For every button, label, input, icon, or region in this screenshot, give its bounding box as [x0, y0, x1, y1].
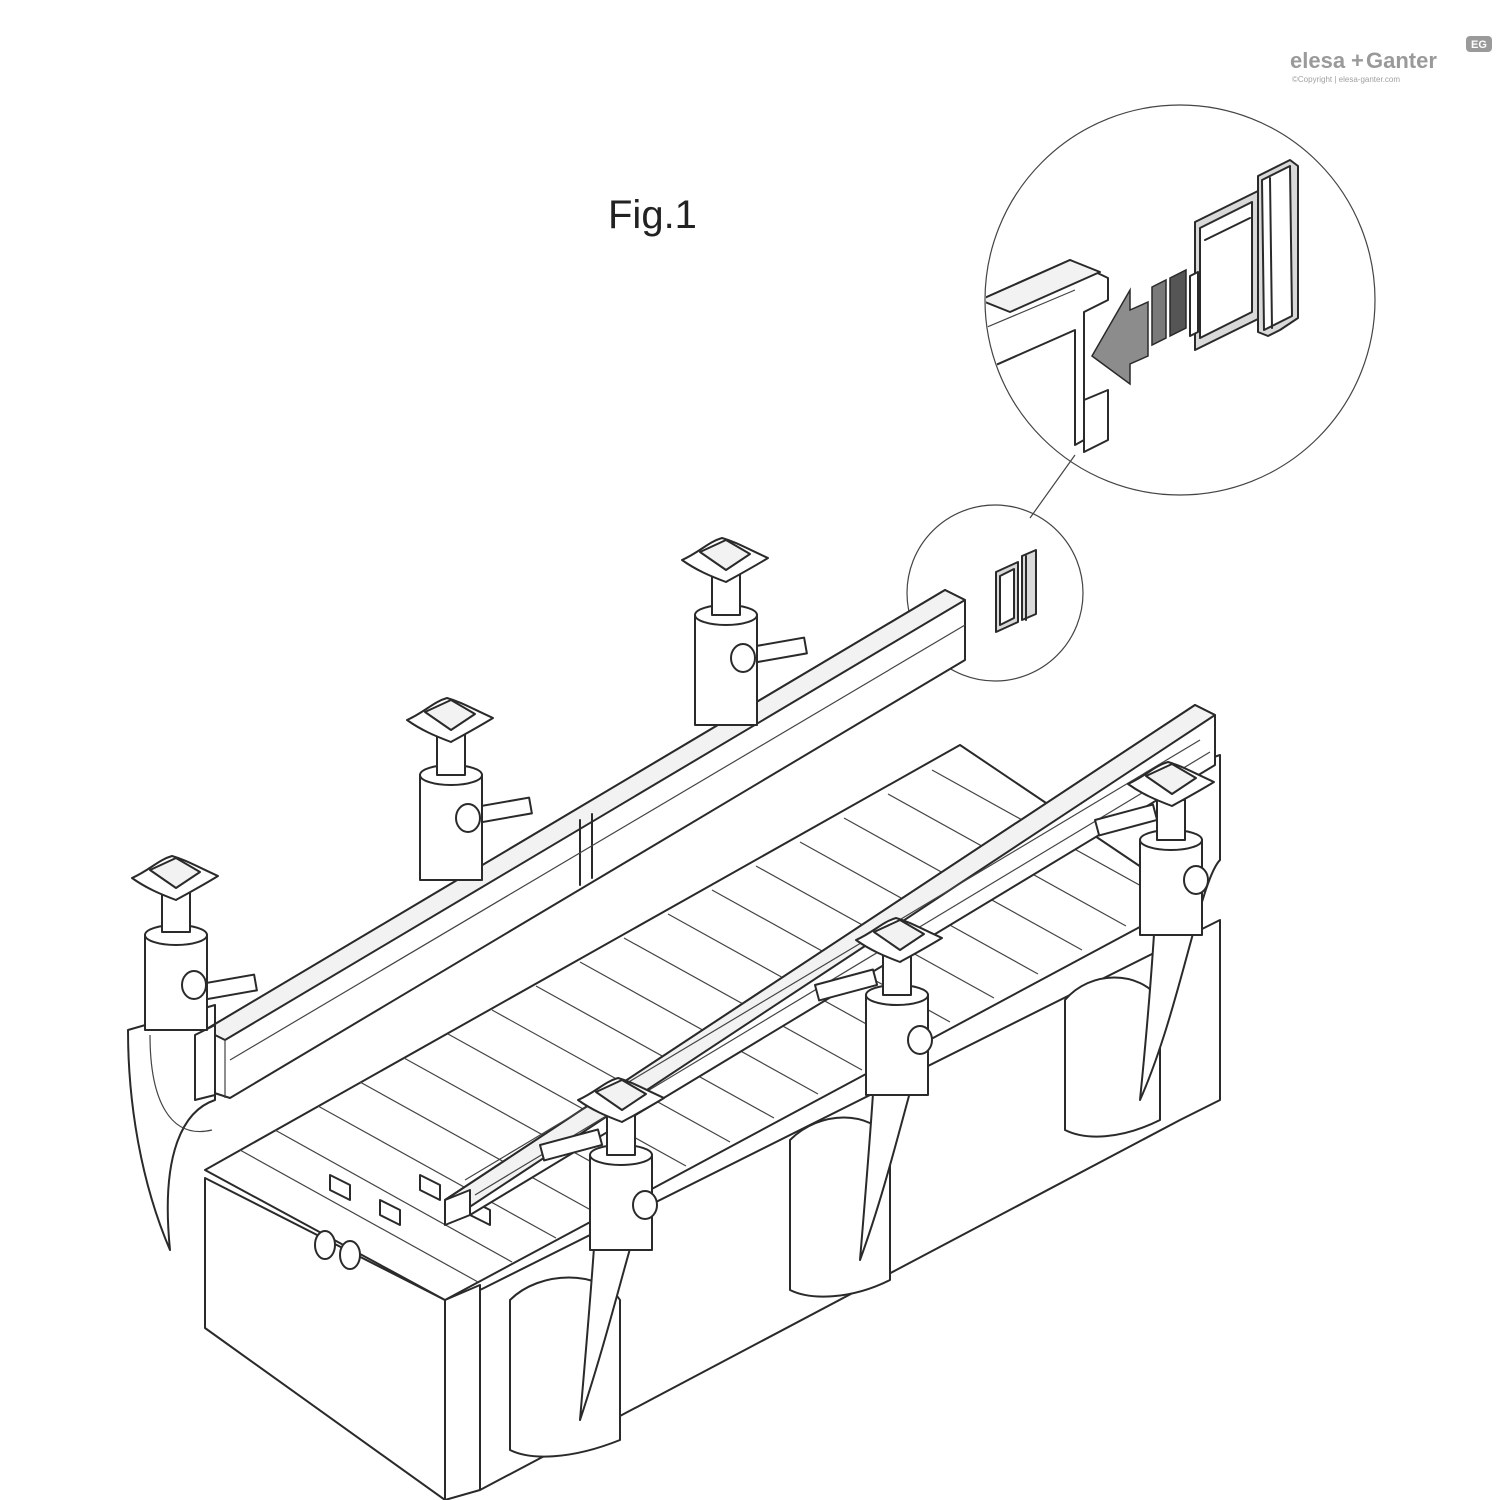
ce-mark-text: EG — [1471, 39, 1487, 51]
brand-logo: elesa + Ganter ©Copyright | elesa-ganter… — [1290, 36, 1492, 84]
brand-copyright: ©Copyright | elesa-ganter.com — [1292, 75, 1400, 84]
clamp-post-6 — [1127, 761, 1215, 936]
side-frame-left — [127, 1004, 216, 1251]
star-knob-icon — [577, 1077, 665, 1123]
conveyor-assembly — [127, 537, 1221, 1500]
star-knob-icon — [131, 855, 219, 901]
brand-plus: + — [1351, 48, 1364, 73]
star-knob-icon — [406, 697, 494, 743]
ce-mark-icon: EG — [1466, 36, 1492, 52]
clamp-post-3 — [681, 537, 769, 726]
star-knob-icon — [855, 917, 943, 963]
guide-rail-rear — [194, 589, 966, 1101]
end-cap-small-icon — [995, 549, 1037, 633]
end-cap-large-icon — [1189, 159, 1299, 351]
magnified-callout — [984, 104, 1376, 496]
star-knob-icon — [1127, 761, 1215, 807]
clamp-post-2 — [406, 697, 494, 881]
figure-label: Fig.1 — [608, 193, 697, 237]
clamp-post-1 — [131, 855, 219, 1031]
base-panel — [204, 1177, 481, 1500]
cross-rods — [194, 636, 1159, 1162]
brand-secondary: Ganter — [1366, 48, 1437, 73]
callout-leader-line — [1029, 454, 1076, 519]
brand-primary: elesa — [1290, 48, 1346, 73]
source-callout — [906, 504, 1084, 682]
clamp-post-4 — [577, 1077, 665, 1251]
star-knob-icon — [681, 537, 769, 583]
clamp-post-5 — [855, 917, 943, 1096]
insert-direction-arrow-icon — [1091, 268, 1187, 386]
